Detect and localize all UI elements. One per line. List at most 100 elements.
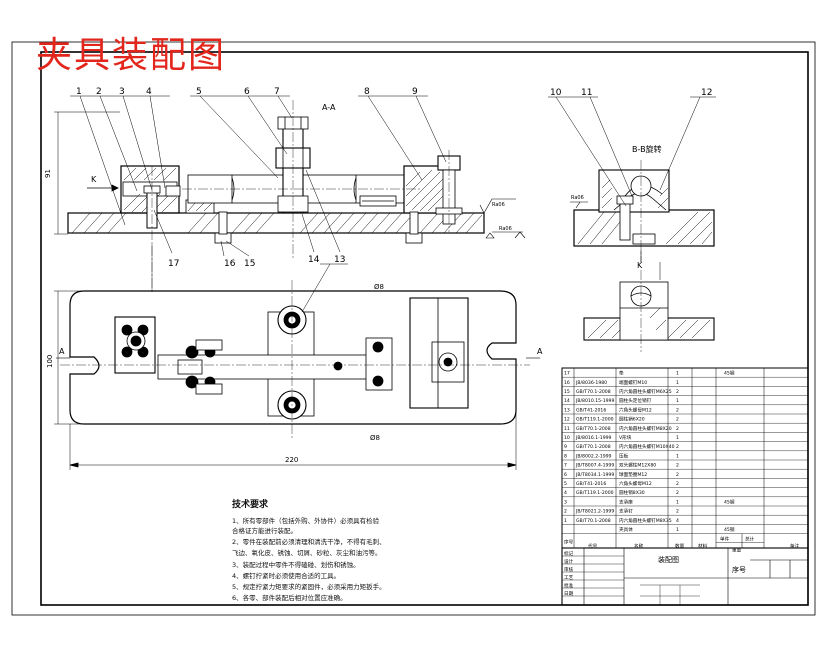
bom-row-no: 11	[564, 426, 570, 432]
bom-row-name: 圆柱销6X20	[619, 416, 645, 423]
bom-row-code: JB/8036-1980	[575, 380, 607, 386]
a-mark-left: A	[59, 347, 65, 356]
bom-row-name: 内六角圆柱头螺钉M10X40	[619, 443, 675, 450]
bom-row-qty: 2	[676, 481, 679, 487]
k-view	[583, 262, 715, 352]
bom-row-no: 2	[564, 509, 567, 515]
drawing-name: 装配图	[658, 555, 679, 564]
bom-header-material: 材料	[698, 543, 708, 550]
bom-row-code: JB/T8021.2-1999	[575, 509, 614, 515]
callout-10: 10	[550, 88, 562, 98]
bom-row-material: 45钢	[724, 498, 735, 505]
serial-label: 序号	[732, 565, 746, 574]
title-block	[561, 547, 809, 606]
front-section-view	[54, 100, 526, 292]
bom-row-qty: 1	[676, 398, 679, 404]
bom-header-no: 序号	[564, 539, 574, 546]
bom-row-name: 圆柱销8X30	[619, 489, 645, 496]
bom-row-no: 15	[564, 389, 570, 395]
title-block-label: 标记	[564, 550, 574, 557]
dim-bore-top: Ø8	[374, 283, 384, 291]
tech-line: 飞边、氧化皮、锈蚀、切屑、砂粒、灰尘和油污等。	[232, 549, 382, 557]
callout-14: 14	[308, 255, 320, 265]
section-aa-label: A-A	[322, 103, 336, 112]
title-block-label: 工艺	[564, 575, 574, 581]
bom-row-code: GB/T41-2016	[576, 407, 606, 413]
bom-row-qty: 2	[676, 490, 679, 496]
bom-row-qty: 2	[676, 509, 679, 515]
bom-row-name: 内六角圆柱头螺钉M8X35	[619, 517, 672, 524]
callout-17: 17	[168, 259, 179, 269]
callout-13: 13	[334, 255, 345, 265]
bom-row-no: 4	[564, 490, 567, 496]
bom-row-qty: 1	[676, 453, 679, 459]
bom-row-no: 5	[564, 481, 567, 487]
bom-row-no: 8	[564, 453, 567, 459]
bom-row-name: 压板	[619, 452, 629, 459]
bom-row-qty: 2	[676, 417, 679, 423]
bom-row-no: 16	[564, 380, 570, 386]
k-mark-front: K	[91, 175, 97, 184]
bom-row-name: 六角头螺母M12	[619, 406, 652, 413]
callout-3: 3	[119, 87, 125, 97]
bom-row-no: 3	[564, 499, 567, 505]
callout-6: 6	[244, 87, 250, 97]
bom-row-qty: 1	[676, 380, 679, 386]
bom-row-qty: 2	[676, 463, 679, 469]
bom-row-name: 内六角圆柱头螺钉M6X25	[619, 388, 672, 395]
bom-row-name: 球面垫圈M12	[619, 471, 647, 478]
title-block-label: 批准	[564, 582, 574, 589]
title-block-label: 审核	[564, 566, 574, 573]
bom-row-qty: 1	[676, 371, 679, 377]
bom-row-code: GB/T119.1-2000	[576, 417, 614, 423]
bom-row-name: 垫	[619, 370, 624, 377]
roughness-2: Ra06	[499, 226, 512, 232]
tech-line: 6、各零、部件装配后相对位置应准确。	[232, 594, 347, 602]
bom-row-code: JB/8016.1-1999	[575, 435, 612, 441]
bom-row-qty: 1	[676, 499, 679, 505]
callout-9: 9	[412, 87, 418, 97]
bom-row-qty: 1	[676, 527, 679, 533]
inner-border	[40, 51, 809, 606]
dim-width: 100	[46, 355, 54, 368]
bom-row-qty: 4	[676, 518, 679, 524]
bom-row-qty: 1	[676, 435, 679, 441]
roughness-3: Ra06	[571, 195, 584, 201]
tech-heading: 技术要求	[232, 500, 269, 510]
section-bb-label: B-B旋转	[632, 144, 662, 154]
callout-7: 7	[274, 87, 280, 97]
bom-row-name: 夹具体	[619, 526, 633, 533]
bom-row-name: 支承座	[619, 498, 633, 505]
bom-row-no: 6	[564, 472, 567, 478]
tech-line: 4、螺钉拧紧时必须使用合适的工具。	[232, 572, 341, 580]
dim-height: 91	[44, 169, 52, 178]
bom-row-code: GB/T119.1-2000	[576, 490, 614, 496]
callout-1: 1	[76, 87, 82, 97]
bom-header-code: 代号	[588, 543, 598, 550]
bom-row-qty: 2	[676, 472, 679, 478]
callout-8: 8	[364, 87, 370, 97]
bom-row-qty: 2	[676, 444, 679, 450]
dim-bore-bottom: Ø8	[370, 434, 380, 442]
callout-15: 15	[244, 259, 255, 269]
bom-row-material: 45钢	[724, 370, 735, 377]
bom-row-name: V形块	[619, 434, 632, 441]
dim-length: 220	[285, 456, 298, 464]
bom-header-total-weight: 总计	[745, 536, 755, 543]
bom-header-name: 名称	[634, 543, 644, 550]
bom-row-name: 双头螺柱M12X80	[619, 462, 656, 469]
tech-line: 3、装配过程中零件不得磕碰、划伤和锈蚀。	[232, 561, 360, 569]
tech-line: 5、规定拧紧力矩要求的紧固件，必须采用力矩扳手。	[232, 583, 386, 591]
bom-header-unit-weight: 单件	[720, 536, 730, 543]
bom-row-name: 六角头螺母M12	[619, 480, 652, 487]
bom-row-code: JB/8010.15-1999	[575, 398, 614, 404]
bom-row-qty: 2	[676, 426, 679, 432]
title-block-label: 设计	[564, 558, 574, 565]
bom-row-name: 内六角圆柱头螺钉M8X20	[619, 425, 672, 432]
title-block-label: 日期	[564, 591, 574, 597]
view-labels: A-A B-B旋转 K K A A	[59, 103, 662, 356]
callout-16: 16	[224, 259, 236, 269]
bom-row-code: GB/T70.1-2008	[576, 444, 611, 450]
bom-row-code: JB/T8007.4-1999	[575, 463, 614, 469]
